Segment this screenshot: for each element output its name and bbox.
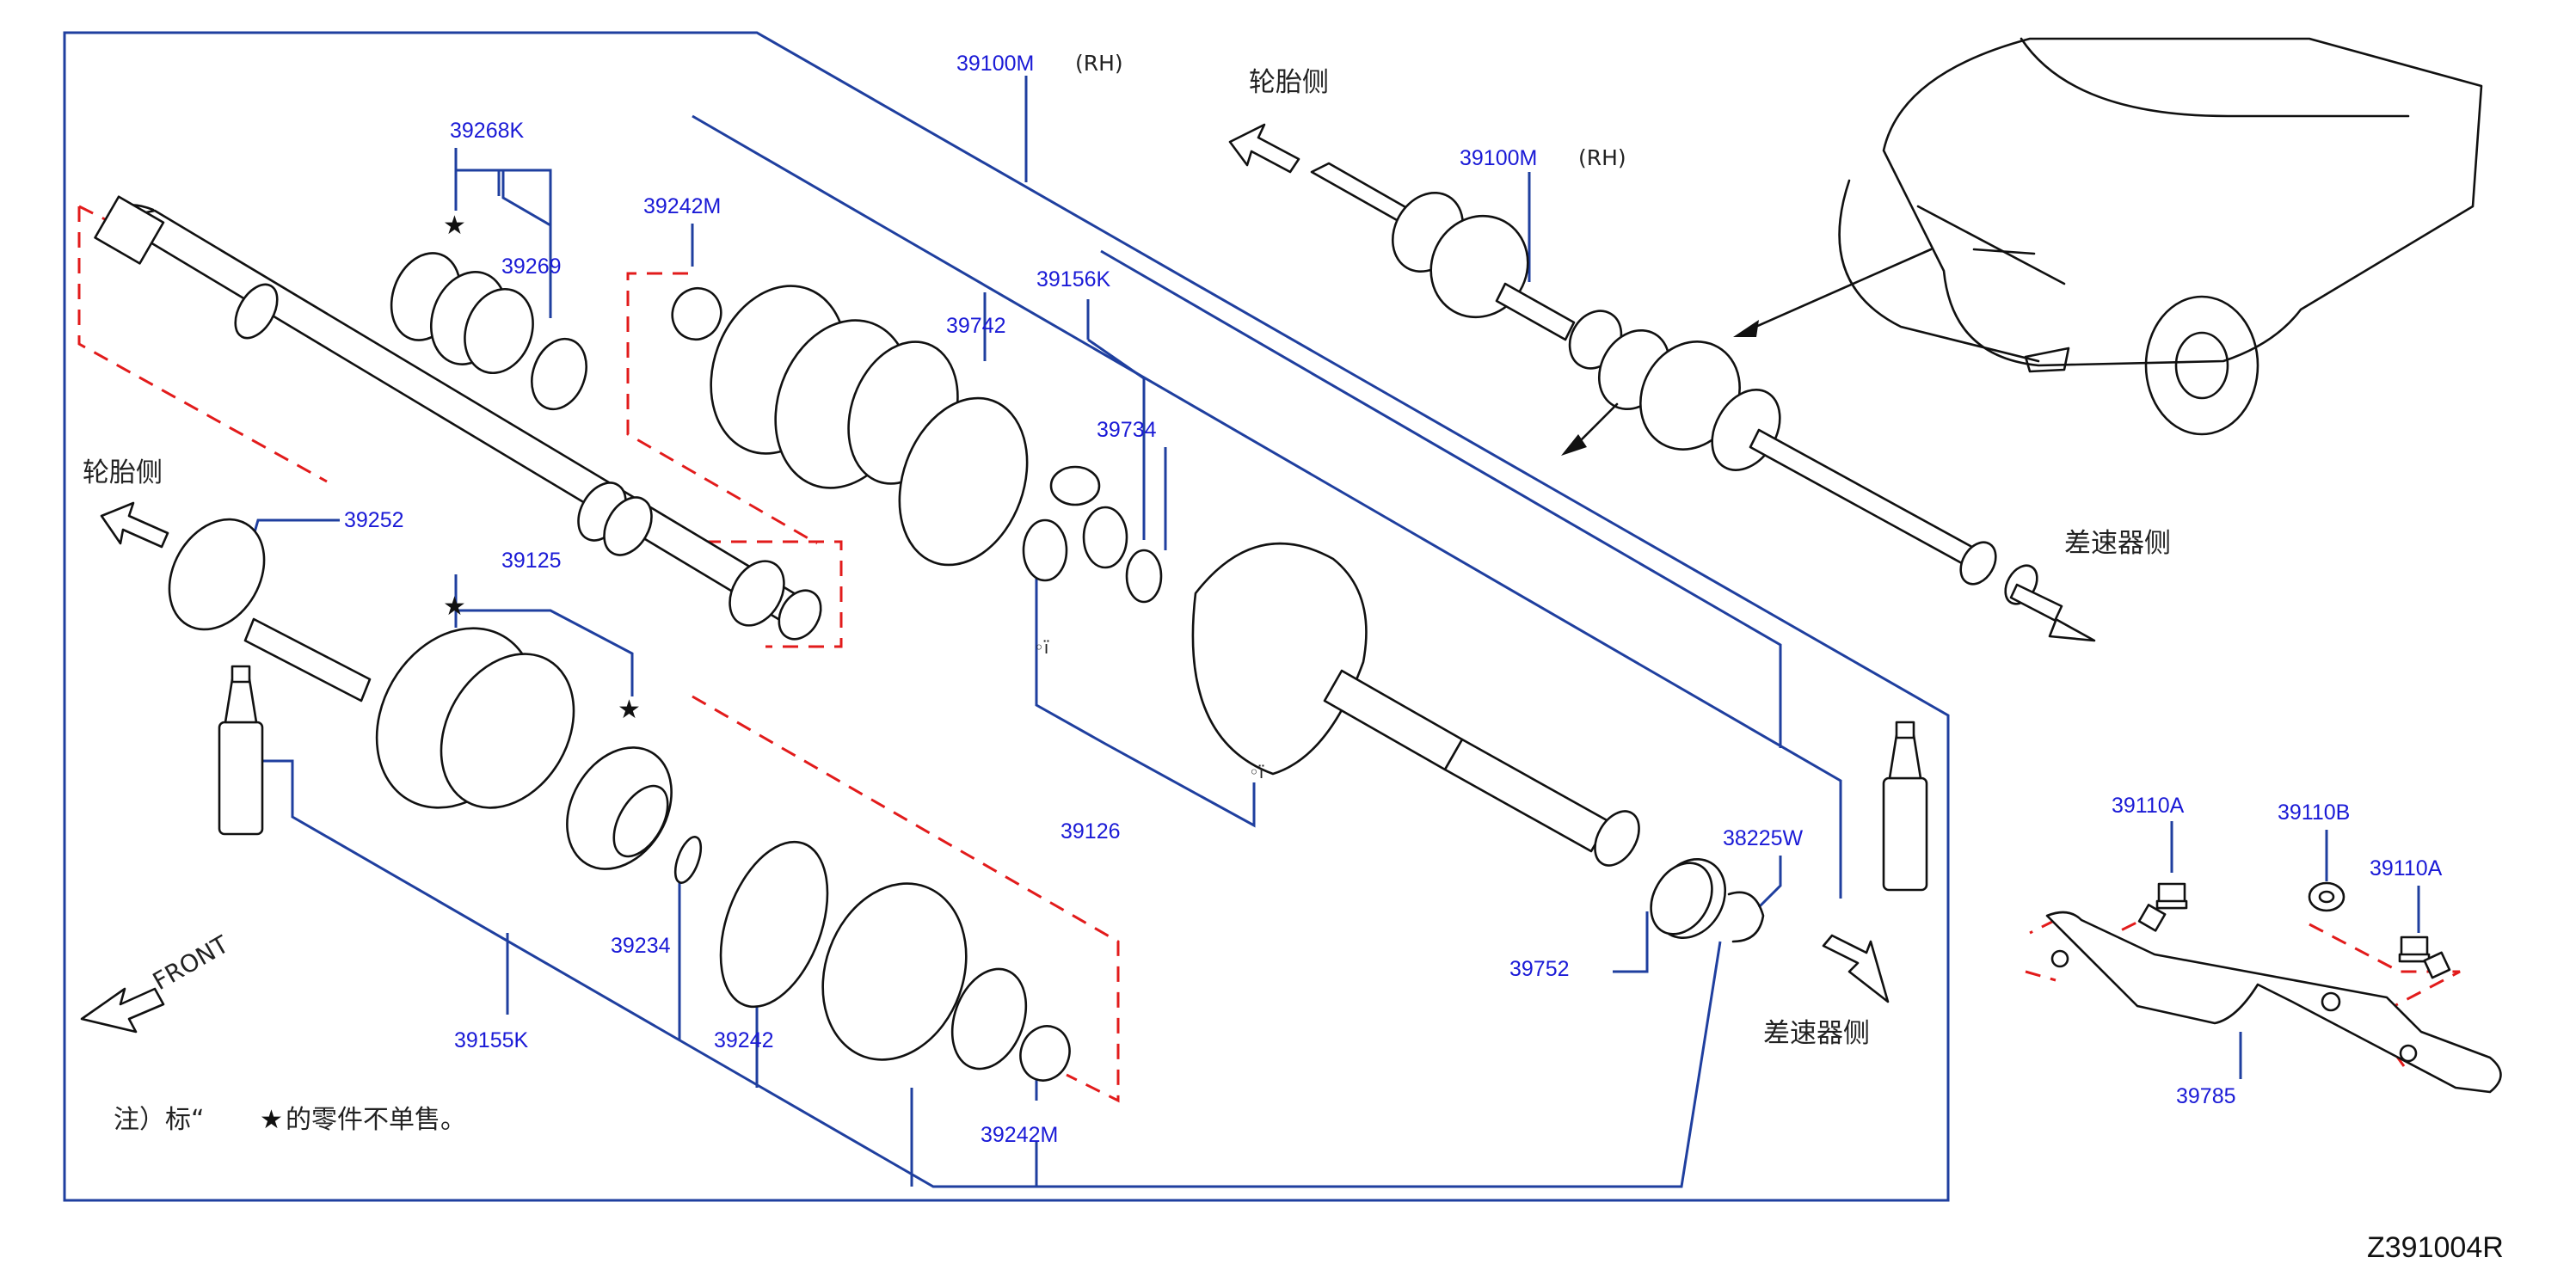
arrow-front-icon bbox=[80, 987, 165, 1034]
bolt-a2 bbox=[2398, 936, 2451, 979]
footnote-prefix: 注）标“ bbox=[114, 1105, 205, 1135]
assembly-right bbox=[1310, 162, 2038, 605]
footnote: 注）标“ ★ 的零件不单售。 bbox=[114, 1105, 466, 1135]
bracket bbox=[2045, 911, 2502, 1094]
dashed-group-markers bbox=[77, 205, 2461, 1103]
label-39242M-bottom: 39242M bbox=[981, 1123, 1058, 1147]
arrow-tire-upper-icon bbox=[1228, 123, 1300, 174]
label-38225W: 38225W bbox=[1723, 826, 1804, 850]
label-39126: 39126 bbox=[1061, 819, 1121, 844]
arrow-diff-upper-icon bbox=[2009, 583, 2096, 642]
diagram-code: Z391004R bbox=[2367, 1231, 2504, 1264]
inner-small-boot bbox=[390, 252, 587, 411]
label-39125: 39125 bbox=[501, 549, 562, 573]
lower-boot bbox=[673, 836, 1071, 1082]
label-tire-side-left: 轮胎侧 bbox=[83, 457, 163, 488]
label-tire-side-top: 轮胎侧 bbox=[1249, 67, 1329, 98]
label-39110B: 39110B bbox=[2278, 801, 2350, 825]
star-markers: ★ ★ ★ bbox=[443, 211, 641, 725]
arrow-diff-lower-icon bbox=[1822, 934, 1890, 1003]
label-diff-side-bottom: 差速器侧 bbox=[1763, 1018, 1870, 1049]
label-39100M-right: 39100M bbox=[1460, 146, 1537, 170]
label-39269: 39269 bbox=[501, 255, 562, 279]
nut-b bbox=[2308, 881, 2345, 912]
arrow-tire-left-icon bbox=[100, 501, 169, 549]
label-39734: 39734 bbox=[1097, 418, 1157, 442]
leader-lines bbox=[248, 76, 2420, 1188]
label-39242M-top: 39242M bbox=[643, 194, 721, 218]
label-39242: 39242 bbox=[714, 1028, 774, 1052]
label-diff-side-top: 差速器侧 bbox=[2064, 528, 2171, 559]
label-39110A-2: 39110A bbox=[2370, 856, 2443, 880]
bolt-a1 bbox=[2137, 882, 2188, 932]
label-39268K: 39268K bbox=[450, 119, 525, 143]
label-39156K: 39156K bbox=[1036, 267, 1111, 291]
small-mark-1: ◦ï bbox=[1034, 637, 1049, 658]
diff-seals bbox=[1650, 862, 1765, 943]
small-marks: ◦ï ◦ï bbox=[1034, 637, 1264, 782]
label-front: FRONT bbox=[148, 929, 234, 996]
spider-joint bbox=[1022, 465, 1163, 604]
drive-shaft bbox=[94, 195, 822, 641]
label-39785: 39785 bbox=[2176, 1084, 2236, 1108]
label-39100M-right-side: (RH) bbox=[1578, 145, 1626, 170]
grease-tube-right bbox=[1882, 721, 1928, 892]
label-39155K: 39155K bbox=[454, 1028, 529, 1052]
large-boot-top bbox=[671, 285, 1029, 567]
outer-joint bbox=[168, 518, 673, 870]
grease-tube-left bbox=[218, 665, 264, 836]
footnote-star: ★ bbox=[260, 1105, 283, 1135]
label-39110A-1: 39110A bbox=[2112, 794, 2185, 818]
star-mark-39125-a: ★ bbox=[443, 592, 466, 622]
footnote-suffix: 的零件不单售。 bbox=[286, 1105, 466, 1135]
part-labels: 39100M (RH) 39100M (RH) 39268K 39269 392… bbox=[344, 51, 2443, 1147]
label-39252: 39252 bbox=[344, 508, 404, 532]
label-39742: 39742 bbox=[946, 314, 1006, 338]
car-silhouette bbox=[1838, 37, 2483, 436]
direction-labels: 轮胎侧 轮胎侧 差速器侧 差速器侧 FRONT bbox=[83, 67, 2171, 1049]
label-39752: 39752 bbox=[1509, 957, 1570, 981]
label-39100M-side: (RH) bbox=[1075, 51, 1123, 76]
star-mark-39268K: ★ bbox=[443, 211, 466, 241]
star-mark-39125-b: ★ bbox=[618, 695, 641, 725]
assembly-frame bbox=[63, 31, 1950, 1202]
label-39100M: 39100M bbox=[956, 52, 1034, 76]
small-mark-2: ◦ï bbox=[1249, 762, 1264, 782]
label-39234: 39234 bbox=[611, 934, 671, 958]
pointer-arrows bbox=[1561, 248, 1933, 456]
